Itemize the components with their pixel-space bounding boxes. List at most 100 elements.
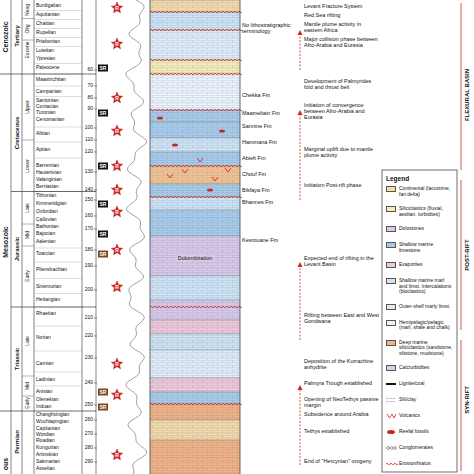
- stage-label: Carnian: [36, 361, 82, 367]
- column-rule: [240, 0, 241, 474]
- era-label: Mesozoic: [2, 226, 10, 258]
- stage-rule: [34, 278, 82, 279]
- arrow-head: [298, 385, 303, 390]
- stage-label: Artinskian: [36, 452, 82, 458]
- epoch-boundary: [22, 396, 34, 397]
- stage-label: Bajocian: [36, 231, 82, 237]
- period-label: Cretaceous: [14, 117, 21, 150]
- stage-label: Olenekian: [36, 397, 82, 403]
- stage-label: Coniacian: [36, 104, 82, 110]
- stage-label: Norian: [36, 335, 82, 341]
- reservoir-star: [111, 358, 122, 369]
- volcanics-symbol: [225, 168, 231, 172]
- age-tick-label: 230: [81, 355, 93, 361]
- stage-label: Kimmeridgian: [36, 201, 82, 207]
- formation-name: Sannine Fm: [242, 123, 298, 129]
- event-arrow: [300, 114, 301, 200]
- event-note: End of "Hercynian" orogeny: [304, 458, 380, 464]
- epoch-boundary: [22, 246, 34, 247]
- stage-label: Burdigalian: [36, 3, 82, 9]
- stage-label: Albian: [36, 131, 82, 137]
- event-arrow: [300, 266, 301, 340]
- age-tick: [94, 266, 97, 267]
- sequence-marker: SR: [98, 201, 108, 208]
- legend-text: Outer-shelf marly limst.: [399, 304, 454, 310]
- age-tick-label: 140: [81, 187, 93, 193]
- legend-text: Silt/clay: [399, 397, 454, 403]
- epoch-label: Olig: [25, 25, 31, 34]
- phase-bracket: [461, 340, 462, 471]
- reservoir-marker: R: [115, 362, 119, 368]
- stage-label: Paleocene: [36, 65, 82, 71]
- reservoir-marker: R: [115, 42, 119, 48]
- age-tick-label: 130: [81, 169, 93, 175]
- reservoir-marker: R: [115, 129, 119, 135]
- reservoir-star: [111, 281, 122, 292]
- stage-rule: [34, 10, 82, 11]
- sequence-marker: SR: [98, 404, 108, 411]
- reservoir-star: [111, 244, 122, 255]
- legend-swatch: [386, 365, 396, 371]
- period-label: Tertiary: [14, 25, 21, 47]
- reservoir-star: [111, 160, 122, 171]
- age-tick: [94, 358, 97, 359]
- epoch-label: Mid: [25, 382, 31, 390]
- age-tick: [94, 128, 97, 129]
- legend-swatch: [386, 206, 396, 212]
- reefal-fossil-symbol: [387, 430, 395, 434]
- process-note: Dolomitization: [177, 255, 214, 261]
- legend-text: Calcturbidites: [399, 365, 454, 371]
- stage-rule: [34, 293, 82, 294]
- stage-label: Bathonian: [36, 224, 82, 230]
- column-rule: [82, 0, 83, 474]
- event-note: Levant Fracture System: [304, 3, 380, 9]
- age-tick: [94, 190, 97, 191]
- epoch-boundary: [22, 140, 34, 141]
- event-note: Development of Palmyrides fold and thrus…: [304, 78, 380, 90]
- legend-title: Legend: [386, 175, 446, 182]
- stage-label: Sakmarian: [36, 459, 82, 465]
- age-tick-label: 180: [81, 247, 93, 253]
- age-tick-label: 200: [81, 287, 93, 293]
- reefal-fossil-symbol: [219, 129, 225, 132]
- reservoir-marker: R: [115, 248, 119, 254]
- legend-text: Erosion/hiatus: [399, 461, 454, 467]
- age-tick: [94, 229, 97, 230]
- formation-name: Chouf Fm: [242, 171, 298, 177]
- column-rule: [11, 0, 12, 474]
- age-tick-label: 190: [81, 263, 93, 269]
- stage-label: Anisian: [36, 389, 82, 395]
- legend-text: Reefal fossils: [399, 429, 454, 435]
- era-boundary: [0, 411, 11, 412]
- period-boundary: [11, 74, 96, 75]
- stage-label: Wuchiapingian: [36, 419, 82, 425]
- stage-rule: [34, 372, 82, 373]
- epoch-label: Mid: [25, 231, 31, 239]
- formation-name: Bhannes Fm: [242, 199, 298, 205]
- stage-label: Ladinian: [36, 377, 82, 383]
- legend-text: Hemipelagic/pelagic (marl, shale and cha…: [399, 320, 454, 331]
- sequence-marker: SR: [98, 65, 108, 72]
- legend-text: Evaporites: [399, 262, 454, 268]
- event-note: Initiation Post-rift phase: [304, 182, 380, 188]
- stage-label: Priabonian: [36, 39, 82, 45]
- stage-label: Capitanian: [36, 426, 82, 432]
- legend-text: Conglomerates: [399, 445, 454, 451]
- age-tick-label: 150: [81, 197, 93, 203]
- reservoir-star: [111, 2, 122, 13]
- event-note: Red Sea rifting: [304, 12, 380, 18]
- stage-label: Callovian: [36, 217, 82, 223]
- epoch-label: Lower: [25, 159, 31, 173]
- age-tick-label: 60: [81, 67, 93, 73]
- period-label: Triassic: [14, 348, 21, 370]
- stage-rule: [34, 351, 82, 352]
- conglomerate-symbol: [387, 447, 390, 450]
- formation-name: Abieh Fm: [242, 155, 298, 161]
- stage-rule: [34, 127, 82, 128]
- stage-rule: [34, 262, 82, 263]
- stage-label: Pliensbachian: [36, 267, 82, 273]
- erosion-line: [150, 306, 242, 308]
- stage-label: Induan: [36, 404, 82, 410]
- stage-label: Aalenian: [36, 239, 82, 245]
